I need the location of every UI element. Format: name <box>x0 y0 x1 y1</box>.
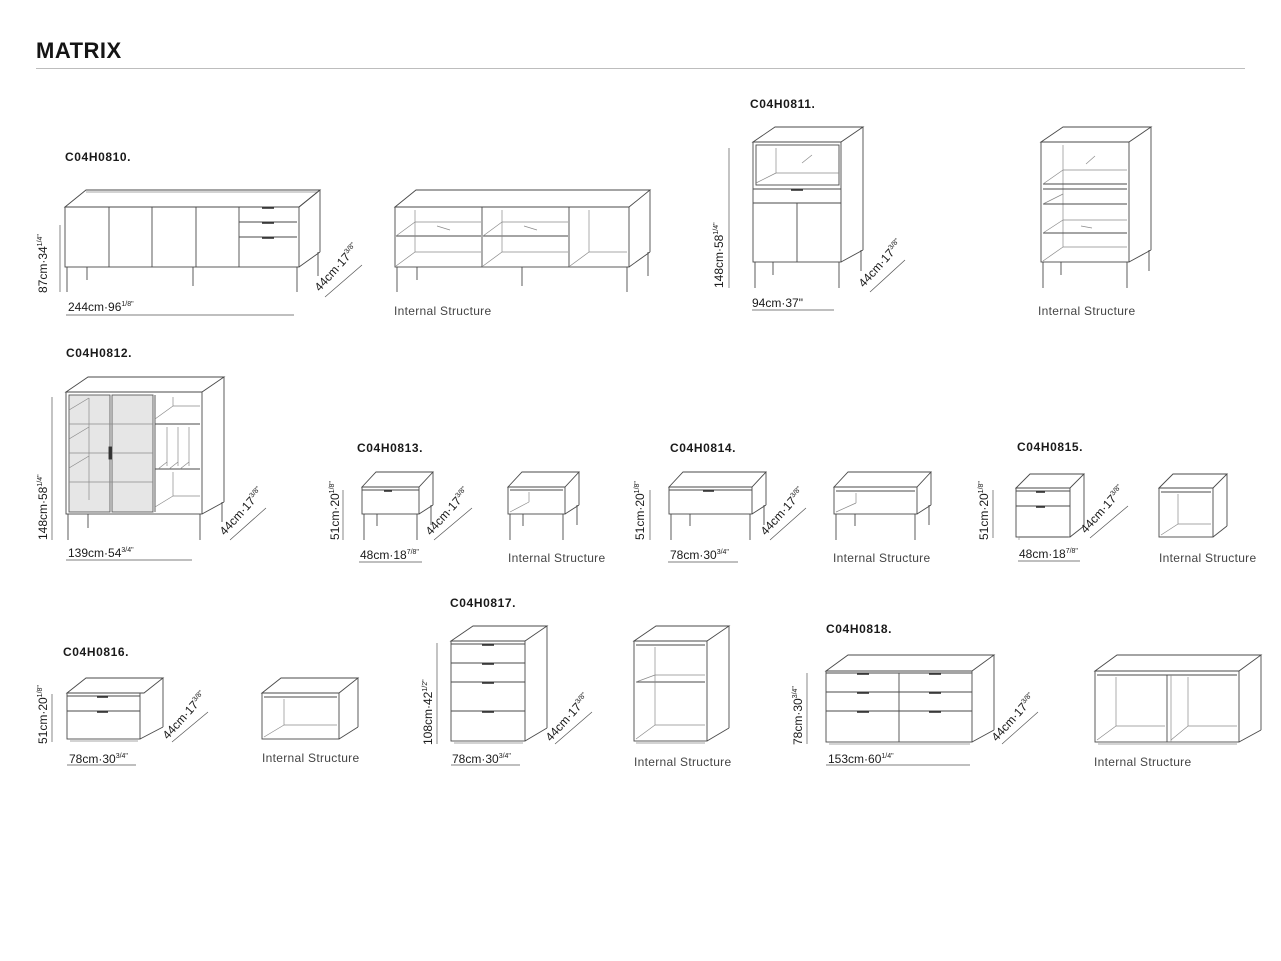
width-dimension: 48cm·187/8" <box>1019 547 1078 561</box>
tall-cabinet-internal-drawing <box>1039 126 1153 288</box>
nightstand-drawing <box>342 471 473 563</box>
wide-nightstand-internal-drawing <box>832 471 933 540</box>
height-dimension: 51cm·201/8" <box>328 481 342 540</box>
internal-structure-caption: Internal Structure <box>262 751 360 765</box>
two-drawer-nightstand-drawing <box>992 473 1129 562</box>
product-code: C04H0816. <box>63 645 130 659</box>
width-dimension: 139cm·543/4" <box>68 546 134 560</box>
internal-structure-caption: Internal Structure <box>1094 755 1192 769</box>
product-code: C04H0812. <box>66 346 133 360</box>
internal-structure-caption: Internal Structure <box>394 304 492 318</box>
internal-structure-caption: Internal Structure <box>634 755 732 769</box>
page-title: MATRIX <box>36 38 122 63</box>
height-dimension: 87cm·341/4" <box>36 234 50 293</box>
depth-dimension: 44cm·173/8" <box>757 485 803 538</box>
product-code: C04H0817. <box>450 596 517 610</box>
wide-two-drawer-nightstand-internal-drawing <box>260 677 360 740</box>
four-drawer-chest-drawing <box>436 625 593 766</box>
depth-dimension: 44cm·173/8" <box>311 241 357 294</box>
internal-structure-caption: Internal Structure <box>1159 551 1257 565</box>
width-dimension: 78cm·303/4" <box>69 752 128 766</box>
product-code: C04H0813. <box>357 441 424 455</box>
depth-dimension: 44cm·173/8" <box>1077 483 1123 536</box>
depth-dimension: 44cm·173/8" <box>988 691 1034 744</box>
header-divider <box>36 68 1245 69</box>
width-dimension: 78cm·303/4" <box>452 752 511 766</box>
four-drawer-chest-internal-drawing <box>632 625 731 744</box>
height-dimension: 51cm·201/8" <box>36 685 50 744</box>
wide-two-drawer-nightstand-drawing <box>51 677 209 766</box>
height-dimension: 78cm·303/4" <box>791 686 805 745</box>
height-dimension: 108cm·421/2" <box>421 679 435 745</box>
nightstand-internal-drawing <box>506 471 581 540</box>
sideboard-internal-drawing <box>393 189 652 292</box>
product-code: C04H0815. <box>1017 440 1084 454</box>
internal-structure-caption: Internal Structure <box>833 551 931 565</box>
product-code: C04H0810. <box>65 150 132 164</box>
width-dimension: 94cm·37" <box>752 296 803 310</box>
width-dimension: 78cm·303/4" <box>670 548 729 562</box>
width-dimension: 244cm·961/8" <box>68 300 134 314</box>
two-drawer-nightstand-internal-drawing <box>1157 473 1229 538</box>
highboard-drawing <box>51 376 267 561</box>
sideboard-drawing <box>59 189 363 316</box>
height-dimension: 51cm·201/8" <box>977 481 991 540</box>
wide-nightstand-drawing <box>649 471 807 563</box>
height-dimension: 148cm·581/4" <box>36 474 50 540</box>
depth-dimension: 44cm·173/8" <box>159 689 205 742</box>
width-dimension: 48cm·187/8" <box>360 548 419 562</box>
depth-dimension: 44cm·173/8" <box>542 691 588 744</box>
tall-cabinet-drawing <box>728 126 906 311</box>
six-drawer-dresser-internal-drawing <box>1093 654 1263 745</box>
product-code: C04H0811. <box>750 97 816 111</box>
product-code: C04H0818. <box>826 622 893 636</box>
six-drawer-dresser-drawing <box>806 654 1039 766</box>
internal-structure-caption: Internal Structure <box>1038 304 1136 318</box>
height-dimension: 148cm·581/4" <box>712 222 726 288</box>
product-code: C04H0814. <box>670 441 737 455</box>
internal-structure-caption: Internal Structure <box>508 551 606 565</box>
depth-dimension: 44cm·173/8" <box>422 485 468 538</box>
width-dimension: 153cm·601/4" <box>828 752 894 766</box>
height-dimension: 51cm·201/8" <box>633 481 647 540</box>
